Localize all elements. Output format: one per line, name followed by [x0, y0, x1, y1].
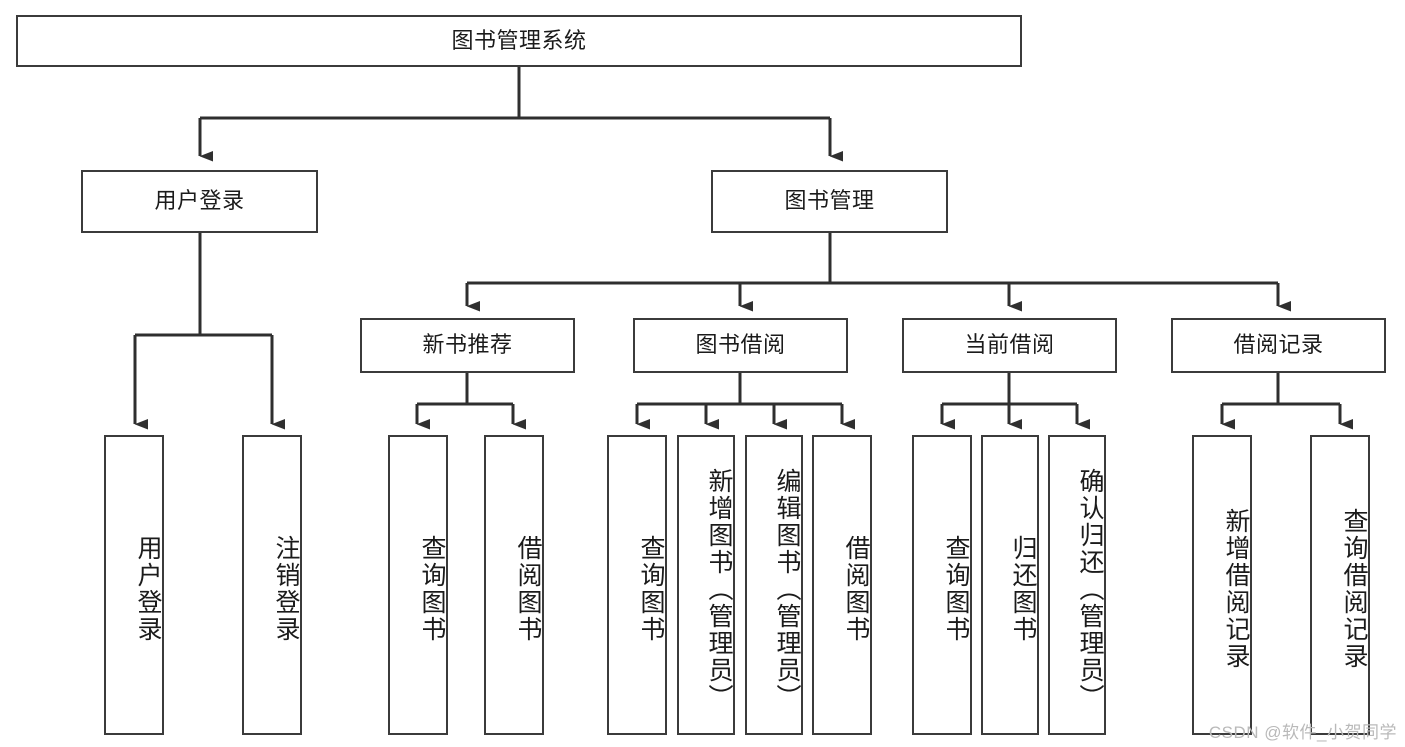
leaf-edit-book-admin[interactable]: 编辑图书（管理员） [745, 435, 803, 735]
node-book-management[interactable]: 图书管理 [711, 170, 948, 233]
node-label: 归还图书 [1009, 535, 1037, 643]
node-current-borrow[interactable]: 当前借阅 [902, 318, 1117, 373]
node-label: 注销登录 [272, 535, 300, 643]
node-new-book-recommend[interactable]: 新书推荐 [360, 318, 575, 373]
leaf-add-borrow-record[interactable]: 新增借阅记录 [1192, 435, 1252, 735]
node-book-borrow[interactable]: 图书借阅 [633, 318, 848, 373]
node-label: 借阅记录 [1233, 332, 1324, 358]
node-label: 新书推荐 [422, 332, 513, 358]
node-label: 当前借阅 [964, 332, 1055, 358]
node-label: 借阅图书 [514, 535, 542, 643]
node-label: 用户登录 [134, 535, 162, 643]
node-label: 图书借阅 [695, 332, 786, 358]
node-label: 确认归还（管理员） [1076, 467, 1104, 711]
node-label: 查询图书 [942, 535, 970, 643]
node-label: 借阅图书 [842, 535, 870, 643]
watermark-text: CSDN @软件_小贺同学 [1208, 723, 1397, 742]
node-label: 图书管理 [784, 188, 875, 214]
node-label: 查询图书 [637, 535, 665, 643]
leaf-borrow-book[interactable]: 借阅图书 [812, 435, 872, 735]
node-user-login[interactable]: 用户登录 [81, 170, 318, 233]
leaf-add-book-admin[interactable]: 新增图书（管理员） [677, 435, 735, 735]
leaf-query-book-current[interactable]: 查询图书 [912, 435, 972, 735]
leaf-query-book-recommend[interactable]: 查询图书 [388, 435, 448, 735]
leaf-user-logout[interactable]: 注销登录 [242, 435, 302, 735]
node-label: 查询借阅记录 [1340, 508, 1368, 670]
node-label: 查询图书 [418, 535, 446, 643]
leaf-confirm-return-admin[interactable]: 确认归还（管理员） [1048, 435, 1106, 735]
leaf-borrow-book-recommend[interactable]: 借阅图书 [484, 435, 544, 735]
node-label: 图书管理系统 [451, 27, 587, 53]
leaf-query-borrow-record[interactable]: 查询借阅记录 [1310, 435, 1370, 735]
leaf-user-login[interactable]: 用户登录 [104, 435, 164, 735]
leaf-query-book-borrow[interactable]: 查询图书 [607, 435, 667, 735]
node-label: 新增借阅记录 [1222, 508, 1250, 670]
node-label: 用户登录 [154, 188, 245, 214]
node-root-system[interactable]: 图书管理系统 [16, 15, 1022, 67]
node-label: 新增图书（管理员） [705, 467, 733, 711]
leaf-return-book[interactable]: 归还图书 [981, 435, 1039, 735]
node-borrow-record[interactable]: 借阅记录 [1171, 318, 1386, 373]
node-label: 编辑图书（管理员） [773, 467, 801, 711]
